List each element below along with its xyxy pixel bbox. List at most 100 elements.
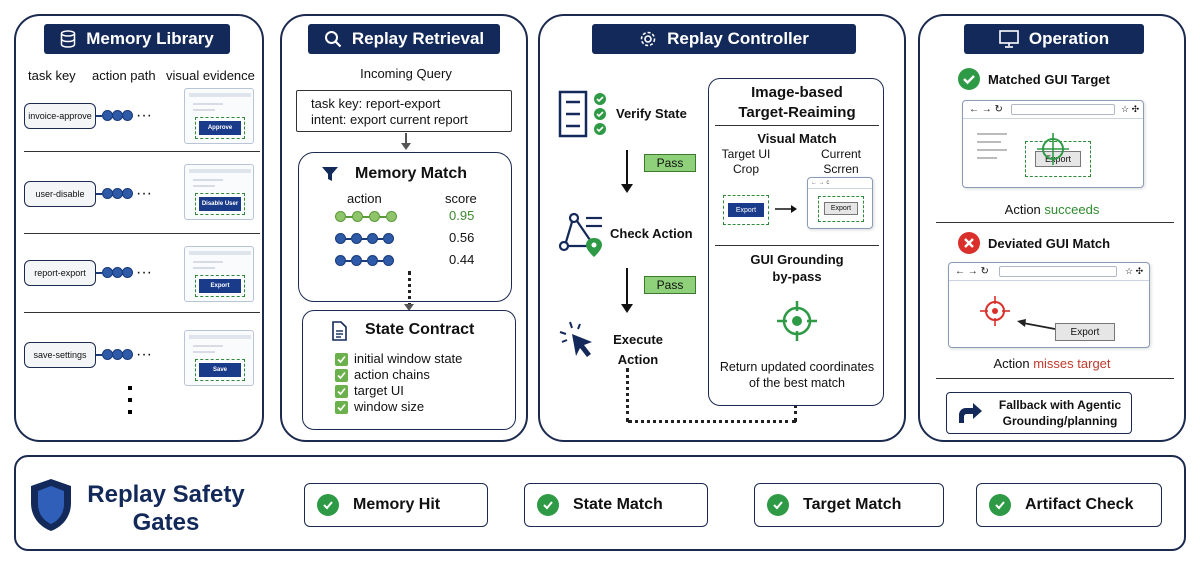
operation-panel: Operation Matched GUI Target ← → ↻ ☆ ✣ E… <box>918 14 1186 442</box>
memory-library-header: Memory Library <box>44 24 230 54</box>
replay-retrieval-panel: Replay Retrieval Incoming Query task key… <box>280 14 528 442</box>
check-icon <box>335 400 348 414</box>
contract-items: initial window state action chains targe… <box>335 351 462 415</box>
replay-controller-header: Replay Controller <box>592 24 856 54</box>
crosshair-icon <box>777 301 817 341</box>
visual-evidence-thumb: Export <box>184 246 254 302</box>
visual-evidence-thumb: Approve <box>184 88 254 144</box>
arrow-right-icon <box>775 205 797 213</box>
gate-target-match: Target Match <box>754 483 944 527</box>
check-icon <box>335 352 348 366</box>
checklist-icon <box>558 90 606 138</box>
contract-item: initial window state <box>335 351 462 367</box>
memory-key: report-export <box>24 260 96 286</box>
col-score: score <box>445 191 477 206</box>
action-path-dots: ··· <box>96 107 152 123</box>
search-icon <box>324 31 342 48</box>
replay-controller-panel: Replay Controller Verify State Pass Chec… <box>538 14 906 442</box>
action-path-dots: ··· <box>96 346 152 362</box>
vertical-ellipsis <box>128 386 132 414</box>
match-action-green <box>335 211 397 222</box>
col-task-key: task key <box>28 68 76 83</box>
contract-item: action chains <box>335 367 462 383</box>
arrow-left-icon <box>1017 319 1056 330</box>
query-box: task key: report-export intent: export c… <box>296 90 512 132</box>
match-score-3: 0.44 <box>449 252 475 267</box>
matched-browser: ← → ↻ ☆ ✣ Export <box>962 100 1144 188</box>
col-action: action <box>347 191 382 206</box>
current-screen-thumb: ← → c Export <box>807 177 873 229</box>
check-icon <box>335 384 348 398</box>
check-circle-icon <box>767 494 789 516</box>
gate-state-match: State Match <box>524 483 708 527</box>
database-icon <box>60 30 76 48</box>
memory-library-title: Memory Library <box>86 29 214 48</box>
memory-key: save-settings <box>24 342 96 368</box>
visual-match-label: Visual Match <box>757 131 837 146</box>
cursor-click-icon <box>559 321 592 357</box>
matched-target-title: Matched GUI Target <box>988 72 1110 87</box>
contract-item: target UI <box>335 383 462 399</box>
action-misses-text: Action misses target <box>993 356 1111 371</box>
shield-icon <box>31 479 71 531</box>
check-circle-icon <box>317 494 339 516</box>
document-icon <box>332 321 347 341</box>
replay-retrieval-header: Replay Retrieval <box>308 24 500 54</box>
incoming-query-label: Incoming Query <box>360 66 452 81</box>
contract-item: window size <box>335 399 462 415</box>
match-action-blue <box>335 233 394 244</box>
query-intent: intent: export current report <box>311 112 468 127</box>
action-succeeds-text: Action succeeds <box>1004 202 1100 217</box>
missed-crosshair-icon <box>980 296 1010 326</box>
pass-badge: Pass <box>644 276 696 294</box>
monitor-icon <box>999 30 1019 48</box>
target-crop-thumb: Export <box>723 195 769 225</box>
match-score-2: 0.56 <box>449 230 475 245</box>
deviated-browser: ← → ↻ ☆ ✣ Export <box>948 262 1150 348</box>
error-x-icon <box>958 232 980 254</box>
check-circle-icon <box>989 494 1011 516</box>
visual-evidence-thumb: Save <box>184 330 254 386</box>
gate-artifact-check: Artifact Check <box>976 483 1162 527</box>
query-task-key: task key: report-export <box>311 96 441 111</box>
memory-key: invoice-approve <box>24 103 96 129</box>
action-path-dots: ··· <box>96 264 152 280</box>
pass-badge: Pass <box>644 154 696 172</box>
gate-memory-hit: Memory Hit <box>304 483 488 527</box>
match-score-1: 0.95 <box>449 208 475 223</box>
success-check-icon <box>958 68 980 90</box>
check-action-label: Check Action <box>610 226 693 241</box>
state-contract-box: State Contract initial window state acti… <box>302 310 516 430</box>
replay-retrieval-title: Replay Retrieval <box>351 29 485 48</box>
filter-icon <box>322 167 338 181</box>
action-path-dots: ··· <box>96 185 152 201</box>
crosshair-icon <box>1037 133 1069 165</box>
deviated-match-title: Deviated GUI Match <box>988 236 1111 251</box>
check-icon <box>335 368 348 382</box>
operation-header: Operation <box>964 24 1144 54</box>
path-node-icon <box>558 212 602 257</box>
verify-state-label: Verify State <box>616 106 687 121</box>
memory-match-title: Memory Match <box>355 165 468 182</box>
state-contract-title: State Contract <box>365 321 475 338</box>
visual-evidence-thumb: Disable User <box>184 164 254 220</box>
memory-library-panel: Memory Library task key action path visu… <box>14 14 264 442</box>
col-action-path: action path <box>92 68 156 83</box>
col-visual-evidence: visual evidence <box>166 68 255 83</box>
memory-match-box: Memory Match action score 0.95 0.56 0.44 <box>298 152 512 302</box>
memory-key: user-disable <box>24 181 96 207</box>
redirect-arrow-icon <box>959 403 982 423</box>
match-action-blue <box>335 255 394 266</box>
gear-icon <box>640 31 656 47</box>
replay-controller-title: Replay Controller <box>667 29 809 48</box>
